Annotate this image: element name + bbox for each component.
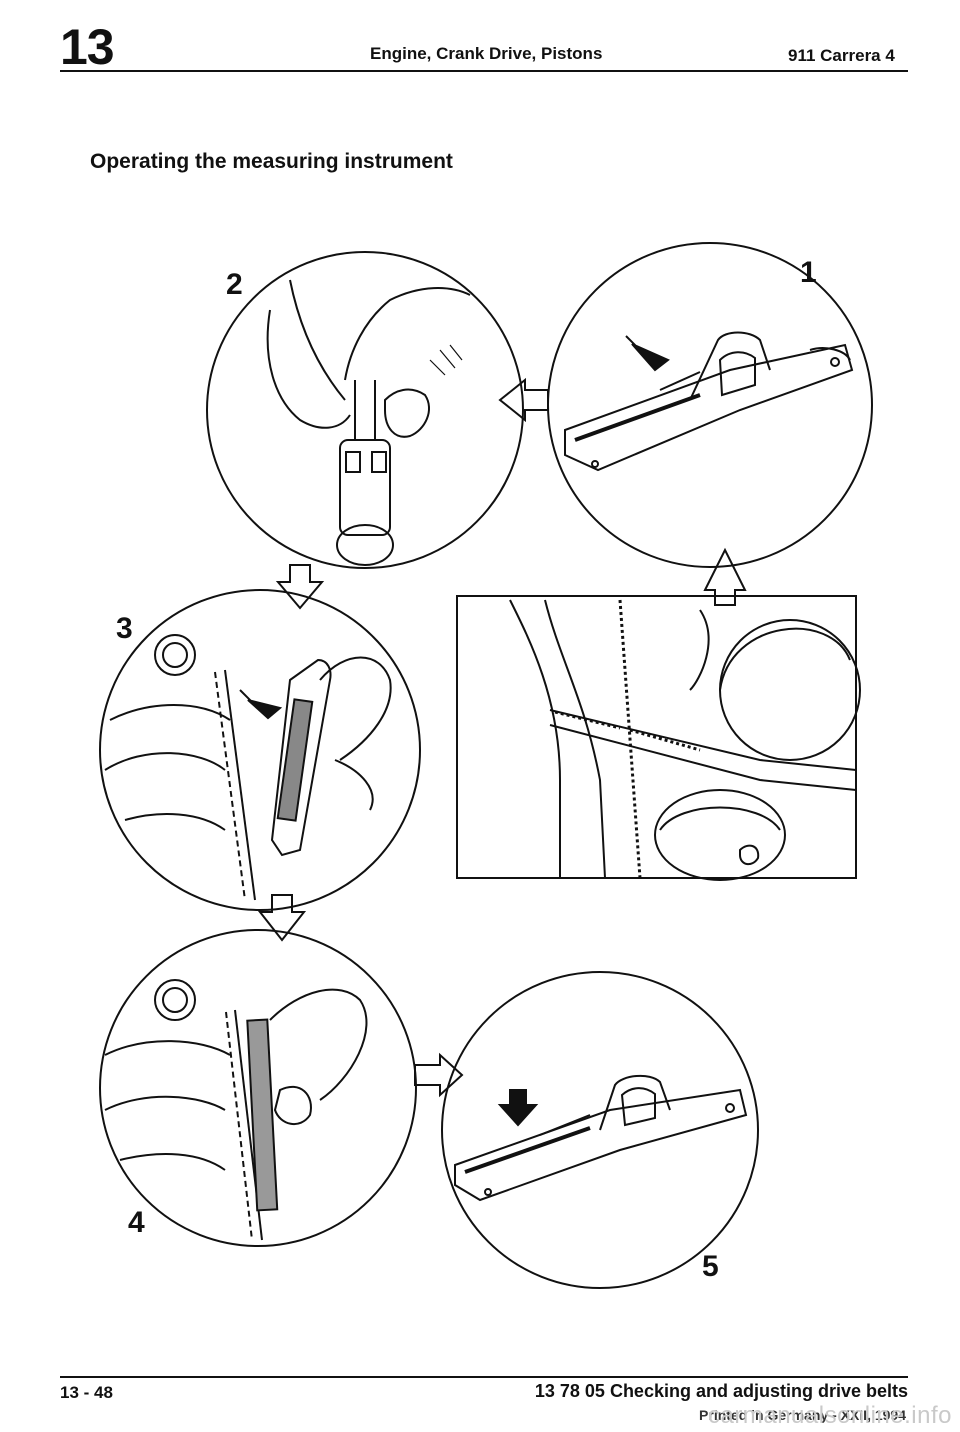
down-arrow-icon-3-4	[257, 894, 307, 942]
down-arrow-icon	[625, 335, 670, 372]
figure-5-circle	[441, 971, 759, 1289]
up-arrow-icon	[703, 547, 747, 606]
figure-2-circle	[206, 251, 524, 569]
page-number: 13 - 48	[60, 1383, 113, 1402]
figure-label-4: 4	[128, 1206, 145, 1239]
figure-3-circle	[99, 589, 421, 911]
figure-4-circle	[99, 929, 417, 1247]
page-heading: Operating the measuring instrument	[90, 150, 453, 173]
vehicle-model: 911 Carrera 4	[788, 46, 895, 65]
down-arrow-icon-5	[497, 1089, 539, 1127]
belt-drive-figure	[456, 595, 861, 881]
figure-label-3: 3	[116, 612, 133, 645]
header-rule	[60, 70, 908, 72]
figure-1-circle	[547, 242, 873, 568]
diagonal-arrow-icon	[239, 689, 283, 720]
chapter-number: 13	[60, 19, 115, 75]
watermark: carmanualsonline.info	[708, 1402, 952, 1429]
footer-rule	[60, 1376, 908, 1378]
section-title: Engine, Crank Drive, Pistons	[370, 44, 603, 63]
printed-note: Printed in Germany - XXII, 1994	[699, 1407, 906, 1423]
figure-label-2: 2	[226, 268, 243, 301]
footer-title: 13 78 05 Checking and adjusting drive be…	[534, 1381, 908, 1401]
down-arrow-icon-2-3	[275, 564, 325, 610]
left-arrow-icon	[498, 377, 549, 423]
figure-label-1: 1	[800, 256, 817, 289]
right-arrow-icon	[414, 1052, 464, 1098]
figure-label-5: 5	[702, 1250, 719, 1283]
